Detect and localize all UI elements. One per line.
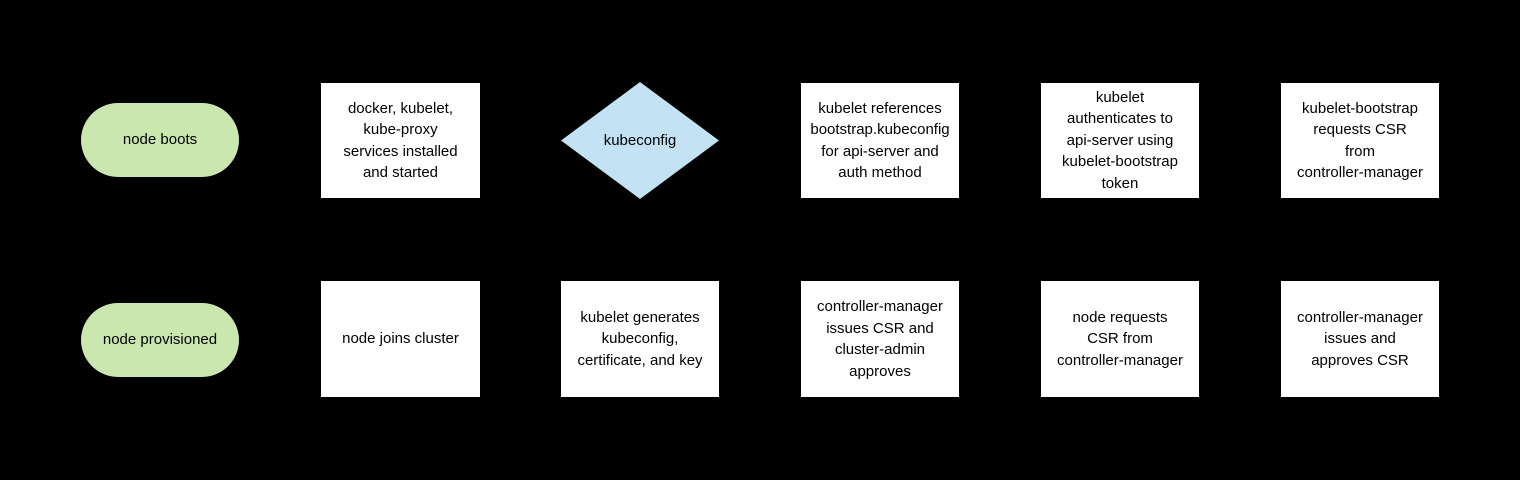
flow-node-label: kubelet references bootstrap.kubeconfig … bbox=[810, 99, 950, 182]
flow-node-kubelet-authenticates[interactable]: kubelet authenticates to api-server usin… bbox=[1041, 83, 1199, 198]
flow-node-services-installed[interactable]: docker, kubelet, kube-proxy services ins… bbox=[321, 83, 480, 198]
flow-node-label: kubelet authenticates to api-server usin… bbox=[1062, 88, 1178, 192]
flow-node-node-provisioned[interactable]: node provisioned bbox=[81, 303, 239, 377]
flow-node-label: controller-manager issues and approves C… bbox=[1297, 308, 1423, 369]
flow-node-label: docker, kubelet, kube-proxy services ins… bbox=[343, 99, 458, 182]
flow-node-label: kubelet-bootstrap requests CSR from cont… bbox=[1297, 99, 1423, 182]
flow-node-kubelet-bootstrap-requests-csr[interactable]: kubelet-bootstrap requests CSR from cont… bbox=[1281, 83, 1439, 198]
flow-node-label: node boots bbox=[122, 131, 198, 149]
flow-node-controller-manager-issues-csr[interactable]: controller-manager issues CSR and cluste… bbox=[801, 281, 959, 397]
flow-node-node-boots[interactable]: node boots bbox=[81, 103, 239, 177]
flow-node-node-requests-csr[interactable]: node requests CSR from controller-manage… bbox=[1041, 281, 1199, 397]
flow-node-label: node requests CSR from controller-manage… bbox=[1057, 308, 1183, 369]
flow-node-node-joins-cluster[interactable]: node joins cluster bbox=[321, 281, 480, 397]
flow-node-label: kubelet generates kubeconfig, certificat… bbox=[577, 308, 703, 369]
flow-node-controller-manager-approves[interactable]: controller-manager issues and approves C… bbox=[1281, 281, 1439, 397]
flow-node-label: node provisioned bbox=[102, 331, 218, 349]
flow-node-label: kubeconfig bbox=[603, 131, 677, 149]
flow-node-label: node joins cluster bbox=[342, 330, 459, 348]
flow-node-kubeconfig[interactable]: kubeconfig bbox=[561, 82, 719, 199]
flow-node-label: controller-manager issues CSR and cluste… bbox=[817, 298, 943, 380]
flow-node-kubelet-generates[interactable]: kubelet generates kubeconfig, certificat… bbox=[561, 281, 719, 397]
flow-node-kubelet-references-bootstrap[interactable]: kubelet references bootstrap.kubeconfig … bbox=[801, 83, 959, 198]
